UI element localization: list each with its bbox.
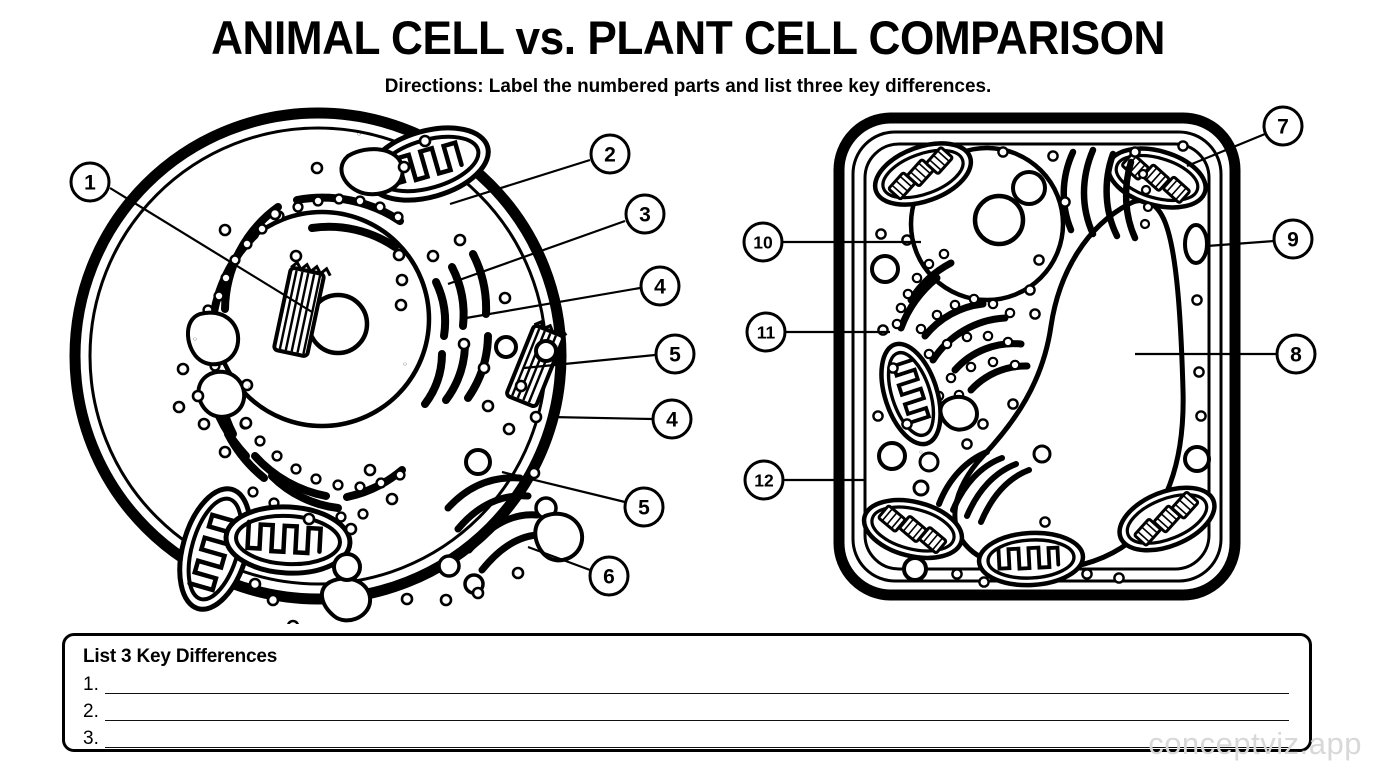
mitochondrion-left: [879, 341, 943, 447]
callout-6: 6: [588, 555, 630, 597]
callout-5a: 5: [654, 333, 696, 375]
vesicles: [870, 170, 1211, 582]
callout-3-label: 3: [639, 204, 651, 227]
answer-line-1-rule[interactable]: [105, 693, 1289, 694]
worksheet-header: ANIMAL CELL vs. PLANT CELL COMPARISON Di…: [0, 0, 1376, 98]
animal-cell-body: [69, 107, 585, 624]
centriole-upper-left: [272, 260, 332, 358]
leader-line-9: [1206, 239, 1275, 248]
callout-11-label: 11: [757, 323, 776, 343]
ribosomes-on-smooth-er: [1137, 168, 1154, 230]
mitochondrion-bottom: [976, 530, 1086, 588]
callout-10: 10: [742, 221, 784, 263]
leader-line-7: [1186, 132, 1266, 168]
golgi-vesicles: [912, 444, 1052, 497]
rough-endoplasmic-reticulum: [897, 259, 1031, 400]
answer-line-3-number: 3.: [83, 728, 99, 749]
callout-12: 12: [743, 459, 785, 501]
callout-9: 9: [1272, 218, 1314, 260]
callout-9-label: 9: [1287, 229, 1299, 252]
smooth-endoplasmic-reticulum: [1060, 146, 1139, 242]
answer-line-1-number: 1.: [83, 674, 99, 695]
leader-line-5b: [501, 470, 626, 504]
leader-line-1: [109, 187, 313, 313]
diagram-area: 1 2 3 4 5: [0, 104, 1376, 624]
callout-6-label: 6: [603, 566, 615, 589]
leader-line-6: [527, 545, 591, 572]
free-ribosomes: [172, 132, 543, 624]
callout-5b-label: 5: [638, 497, 650, 520]
page-title: ANIMAL CELL vs. PLANT CELL COMPARISON: [211, 11, 1165, 64]
callout-8: 8: [1275, 333, 1317, 375]
callout-2: 2: [589, 133, 631, 175]
callout-4b: 4: [651, 398, 693, 440]
callout-4a-label: 4: [654, 276, 666, 299]
callout-3: 3: [624, 193, 666, 235]
answer-line-2[interactable]: 2.: [83, 701, 1289, 724]
callout-7: 7: [1262, 105, 1304, 147]
answer-line-3[interactable]: 3.: [83, 728, 1289, 751]
callout-12-label: 12: [754, 471, 774, 491]
nucleolus: [972, 193, 1026, 247]
plant-cell-callouts: 7 9 8 10 11: [742, 105, 1317, 501]
callout-8-label: 8: [1290, 344, 1302, 367]
callout-10-label: 10: [753, 233, 773, 253]
answer-line-2-number: 2.: [83, 701, 99, 722]
callout-2-label: 2: [604, 144, 616, 167]
plasmodesma-pore: [1183, 223, 1209, 265]
leader-line-4a: [465, 286, 641, 320]
answer-box-title: List 3 Key Differences: [83, 646, 278, 667]
leader-line-4b: [549, 415, 653, 421]
plant-cell-figure: 7 9 8 10 11: [715, 104, 1376, 624]
cell-wall: [833, 112, 1241, 601]
leader-line-3: [447, 219, 626, 286]
callout-4a: 4: [639, 265, 681, 307]
directions-text: Directions: Label the numbered parts and…: [384, 75, 992, 97]
plant-cell-body: [833, 112, 1241, 601]
leader-line-2: [449, 158, 591, 206]
callout-11: 11: [745, 311, 787, 353]
animal-cell-callouts: 1 2 3 4 5: [69, 133, 696, 597]
leader-line-5a: [523, 353, 656, 370]
callout-1-label: 1: [84, 172, 96, 195]
animal-cell-figure: 1 2 3 4 5: [50, 104, 710, 624]
smooth-endoplasmic-reticulum: [421, 250, 492, 408]
callout-5a-label: 5: [669, 344, 681, 367]
plasma-membrane-outer: [69, 107, 567, 605]
golgi-apparatus: [936, 449, 1032, 525]
chloroplast-bottom-left: [861, 497, 965, 561]
chloroplast-bottom-right: [1117, 485, 1217, 553]
chloroplast-top-left: [872, 141, 974, 207]
key-differences-box: List 3 Key Differences 1. 2. 3.: [62, 633, 1312, 752]
callout-4b-label: 4: [666, 409, 678, 432]
answer-line-3-rule[interactable]: [105, 747, 1289, 748]
answer-line-1[interactable]: 1.: [83, 674, 1289, 697]
callout-5b: 5: [623, 486, 665, 528]
mitochondrion-left: [177, 486, 253, 612]
callout-7-label: 7: [1277, 116, 1289, 139]
mitochondrion-bottom: [223, 504, 353, 576]
answer-line-2-rule[interactable]: [105, 720, 1289, 721]
callout-1: 1: [69, 161, 111, 203]
